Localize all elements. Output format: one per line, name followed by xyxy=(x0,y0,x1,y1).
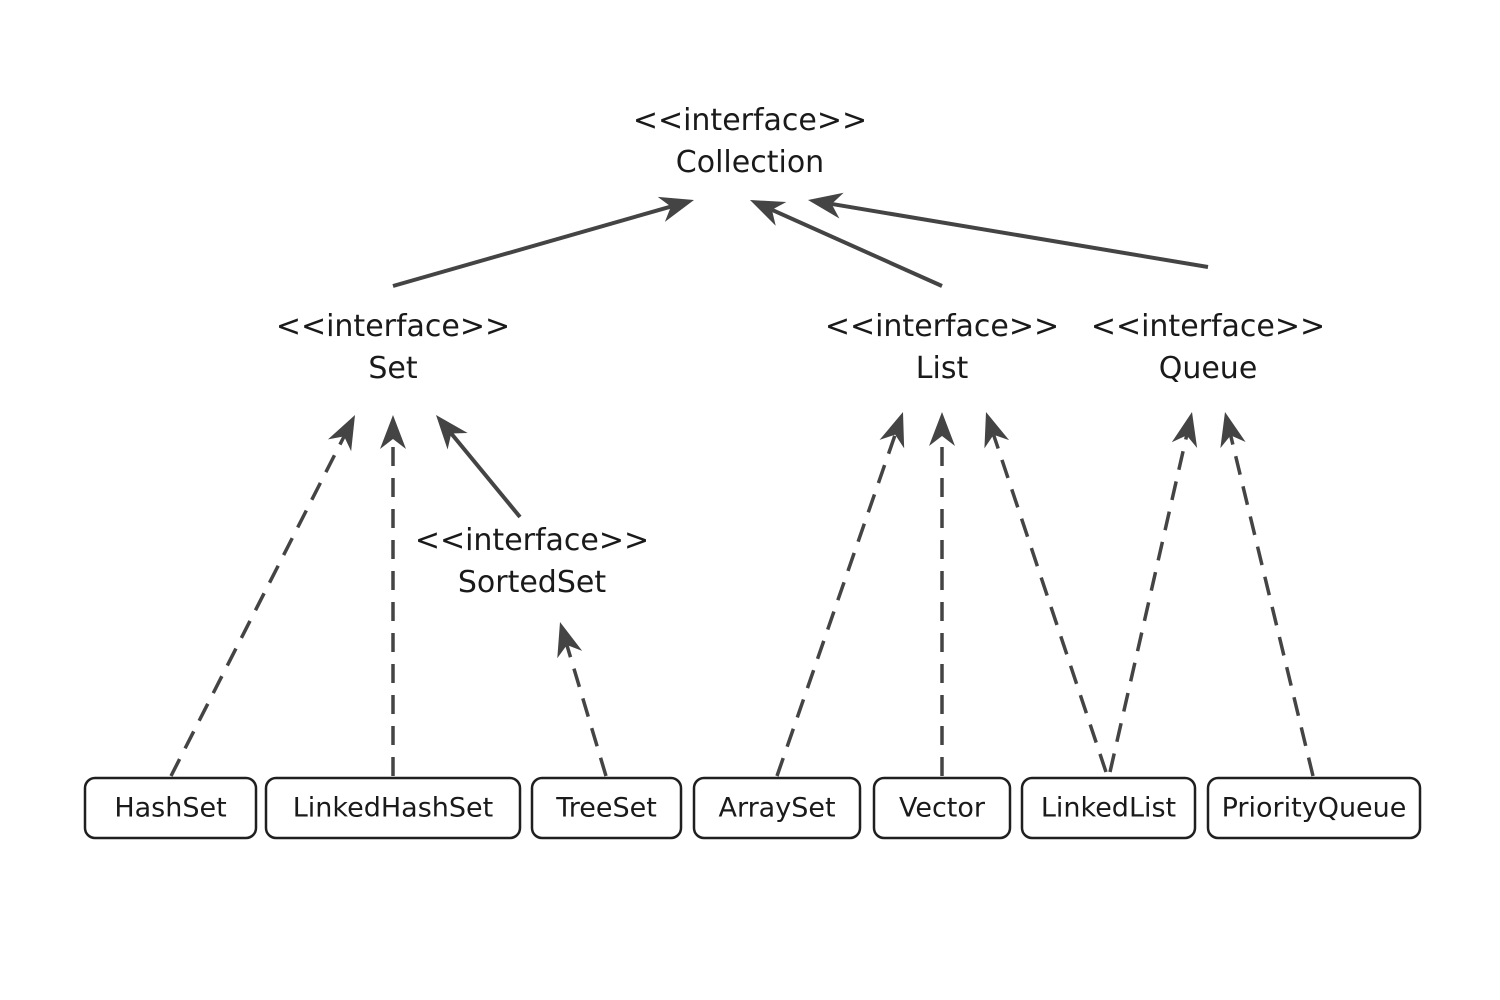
edge-line-arrayset-to-list xyxy=(775,434,897,777)
class-treeset-label: TreeSet xyxy=(555,793,657,824)
arrowhead-arrayset-to-list xyxy=(879,412,905,449)
interface-set-name: Set xyxy=(368,351,418,386)
interface-sortedset-name: SortedSet xyxy=(458,565,606,600)
edge-hashset-to-set xyxy=(169,415,355,777)
interface-set: <<interface>> Set xyxy=(276,309,510,386)
edge-set-to-collection xyxy=(392,196,694,288)
interface-queue-name: Queue xyxy=(1159,351,1258,386)
arrowhead-vector-to-list xyxy=(929,412,955,446)
edge-vector-to-list xyxy=(929,412,955,776)
interface-list-stereotype: <<interface>> xyxy=(825,309,1059,344)
class-hashset-box xyxy=(83,776,258,840)
interface-list-name: List xyxy=(916,351,969,386)
edge-linkedlist-to-queue xyxy=(1108,412,1198,773)
interface-sortedset: <<interface>> SortedSet xyxy=(415,523,649,600)
interface-collection-stereotype: <<interface>> xyxy=(633,103,867,138)
arrowhead-linkedlist-to-queue xyxy=(1171,412,1198,449)
edge-line-queue-to-collection xyxy=(831,201,1209,269)
relation-edges xyxy=(169,192,1315,777)
arrowhead-set-to-collection xyxy=(657,196,694,222)
interface-set-stereotype: <<interface>> xyxy=(276,309,510,344)
class-arrayset-label: ArraySet xyxy=(718,793,835,824)
edge-line-linkedlist-to-queue xyxy=(1108,435,1189,773)
edge-sortedset-to-set xyxy=(436,415,522,519)
edge-treeset-to-sortedset xyxy=(557,622,608,777)
edge-line-list-to-collection xyxy=(771,207,943,288)
interface-sortedset-stereotype: <<interface>> xyxy=(415,523,649,558)
interface-collection: <<interface>> Collection xyxy=(633,103,867,180)
class-hashset-label: HashSet xyxy=(114,793,226,824)
arrowhead-linkedlist-to-list xyxy=(984,412,1010,449)
arrowhead-priorityqueue-to-queue xyxy=(1220,412,1246,449)
interface-collection-name: Collection xyxy=(676,145,824,180)
interface-list: <<interface>> List xyxy=(825,309,1059,386)
class-linkedlist-label: LinkedList xyxy=(1041,793,1176,824)
edge-linkedhashset-to-set xyxy=(380,415,406,776)
class-arrayset-box xyxy=(692,776,862,840)
class-linkedlist: LinkedList xyxy=(1020,776,1197,840)
arrowhead-hashset-to-set xyxy=(327,415,355,452)
class-vector: Vector xyxy=(872,776,1012,840)
class-priorityqueue-box xyxy=(1206,776,1422,840)
edge-line-priorityqueue-to-queue xyxy=(1228,434,1315,777)
class-linkedhashset-label: LinkedHashSet xyxy=(293,793,493,824)
class-linkedhashset-box xyxy=(264,776,522,840)
arrowhead-queue-to-collection xyxy=(808,192,844,219)
class-priorityqueue: PriorityQueue xyxy=(1206,776,1422,840)
edge-linkedlist-to-list xyxy=(984,412,1108,773)
edge-line-set-to-collection xyxy=(392,204,672,288)
class-treeset-box xyxy=(530,776,683,840)
arrowhead-treeset-to-sortedset xyxy=(557,622,583,659)
class-hashset: HashSet xyxy=(83,776,258,840)
class-treeset: TreeSet xyxy=(530,776,683,840)
arrowhead-sortedset-to-set xyxy=(436,415,468,450)
class-vector-label: Vector xyxy=(899,793,986,824)
edge-list-to-collection xyxy=(750,200,943,288)
class-arrayset: ArraySet xyxy=(692,776,862,840)
edge-priorityqueue-to-queue xyxy=(1220,412,1315,777)
edge-line-hashset-to-set xyxy=(169,435,346,777)
edge-line-linkedlist-to-list xyxy=(991,434,1108,773)
arrowhead-linkedhashset-to-set xyxy=(380,415,406,449)
class-vector-box xyxy=(872,776,1012,840)
edge-arrayset-to-list xyxy=(775,412,905,777)
edge-line-sortedset-to-set xyxy=(449,432,522,519)
edge-line-treeset-to-sortedset xyxy=(565,644,608,777)
interface-queue: <<interface>> Queue xyxy=(1091,309,1325,386)
edge-queue-to-collection xyxy=(808,192,1209,269)
interface-queue-stereotype: <<interface>> xyxy=(1091,309,1325,344)
arrowhead-list-to-collection xyxy=(750,200,787,226)
class-linkedlist-box xyxy=(1020,776,1197,840)
class-priorityqueue-label: PriorityQueue xyxy=(1222,793,1407,824)
class-linkedhashset: LinkedHashSet xyxy=(264,776,522,840)
